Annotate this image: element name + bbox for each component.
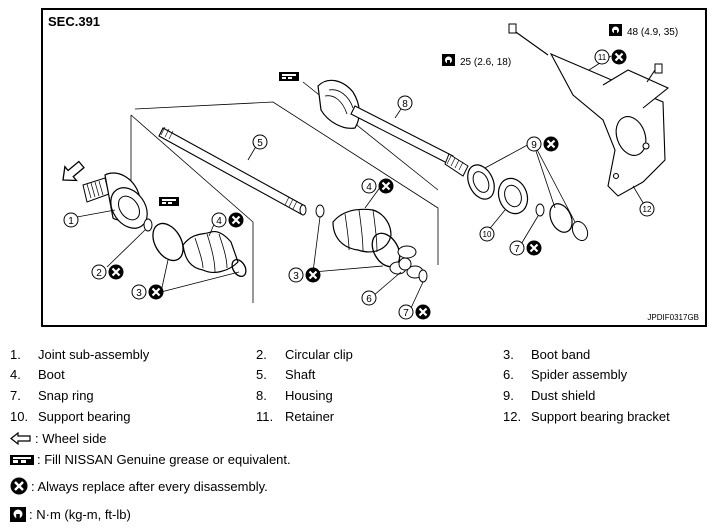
legend-label: Boot band [531, 347, 591, 362]
always-replace-icon [10, 477, 28, 495]
note-grease: : Fill NISSAN Genuine grease or equivale… [10, 452, 291, 467]
callout-5: 5 [252, 134, 268, 150]
shaft [158, 126, 307, 216]
legend-label: Spider assembly [531, 367, 628, 382]
housing [317, 79, 469, 177]
joint-sub-assembly [82, 172, 148, 229]
figure-id: JPDIF0317GB [647, 313, 699, 322]
legend-num: 2. [256, 347, 267, 362]
svg-text:12: 12 [643, 205, 652, 214]
svg-text:3: 3 [136, 288, 142, 299]
svg-text:7: 7 [403, 308, 409, 319]
legend-num: 1. [10, 347, 21, 362]
callout-7-upper: 7 [509, 239, 543, 257]
svg-text:11: 11 [598, 53, 607, 62]
legend-label: Snap ring [38, 388, 94, 403]
boot-right [332, 208, 392, 253]
legend-num: 7. [10, 388, 21, 403]
svg-text:10: 10 [483, 230, 492, 239]
svg-text:1: 1 [68, 216, 74, 227]
legend-num: 4. [10, 367, 21, 382]
svg-text:8: 8 [402, 99, 408, 110]
svg-text:6: 6 [366, 294, 372, 305]
svg-text:5: 5 [257, 138, 263, 149]
callout-12: 12 [639, 201, 655, 217]
support-bearing-bracket [512, 29, 670, 197]
legend-num: 11. [256, 409, 274, 424]
callout-4-right: 4 [361, 177, 395, 195]
drive-shaft-exploded-view: 48 (4.9, 35) 25 (2.6, 18) 1 2 3 4 [62, 23, 678, 321]
section-label: SEC.391 [48, 14, 101, 29]
legend-label: Retainer [285, 409, 335, 424]
callout-10: 10 [479, 226, 495, 242]
legend-label: Housing [285, 388, 333, 403]
legend-label: Circular clip [285, 347, 353, 362]
torque-icon [10, 507, 26, 522]
callout-11: 11 [594, 48, 628, 66]
note-wheel-side: : Wheel side [10, 431, 107, 446]
legend-num: 5. [256, 367, 267, 382]
svg-text:9: 9 [531, 140, 537, 151]
wheel-side-arrow-icon [10, 432, 31, 445]
legend-num: 6. [503, 367, 514, 382]
svg-text:4: 4 [216, 216, 222, 227]
note-wheel-side-text: : Wheel side [35, 431, 107, 446]
callout-7-lower: 7 [398, 303, 432, 321]
torque-value-bracket: 48 (4.9, 35) [627, 27, 678, 38]
note-torque-text: : N·m (kg-m, ft-lb) [29, 507, 131, 522]
callout-numbers: 1 2 3 4 5 3 4 6 7 8 9 10 7 11 12 [63, 48, 655, 321]
note-replace: : Always replace after every disassembly… [10, 477, 268, 495]
boot-left [182, 230, 239, 273]
spider-assembly [389, 245, 424, 279]
svg-text:3: 3 [293, 271, 299, 282]
legend-label: Support bearing [38, 409, 131, 424]
wheel-side-arrow-icon [62, 160, 85, 182]
legend-num: 10. [10, 409, 29, 424]
legend-label: Joint sub-assembly [38, 347, 150, 362]
callout-4-left: 4 [211, 211, 245, 229]
legend-num: 8. [256, 388, 267, 403]
svg-text:7: 7 [514, 244, 520, 255]
legend-num: 3. [503, 347, 514, 362]
callout-2: 2 [91, 263, 125, 281]
legend-num: 12. [503, 409, 522, 424]
exploded-diagram: 48 (4.9, 35) 25 (2.6, 18) 1 2 3 4 [41, 8, 707, 327]
legend-label: Shaft [285, 367, 316, 382]
legend-label: Dust shield [531, 388, 596, 403]
legend-label: Support bearing bracket [531, 409, 670, 424]
torque-value-bolt: 25 (2.6, 18) [460, 57, 511, 68]
callout-1: 1 [63, 212, 79, 228]
callout-8: 8 [397, 95, 413, 111]
support-bearing [497, 177, 529, 215]
note-torque: : N·m (kg-m, ft-lb) [10, 507, 131, 522]
legend-label: Boot [38, 367, 65, 382]
leader-lines [76, 55, 646, 309]
callout-9: 9 [526, 135, 560, 153]
callout-3-left: 3 [131, 283, 165, 301]
svg-text:2: 2 [96, 268, 102, 279]
callout-6: 6 [361, 290, 377, 306]
note-grease-text: : Fill NISSAN Genuine grease or equivale… [37, 452, 291, 467]
legend-num: 9. [503, 388, 514, 403]
grease-icon [10, 454, 34, 465]
svg-text:4: 4 [366, 182, 372, 193]
callout-3-right: 3 [288, 266, 322, 284]
note-replace-text: : Always replace after every disassembly… [31, 478, 268, 494]
